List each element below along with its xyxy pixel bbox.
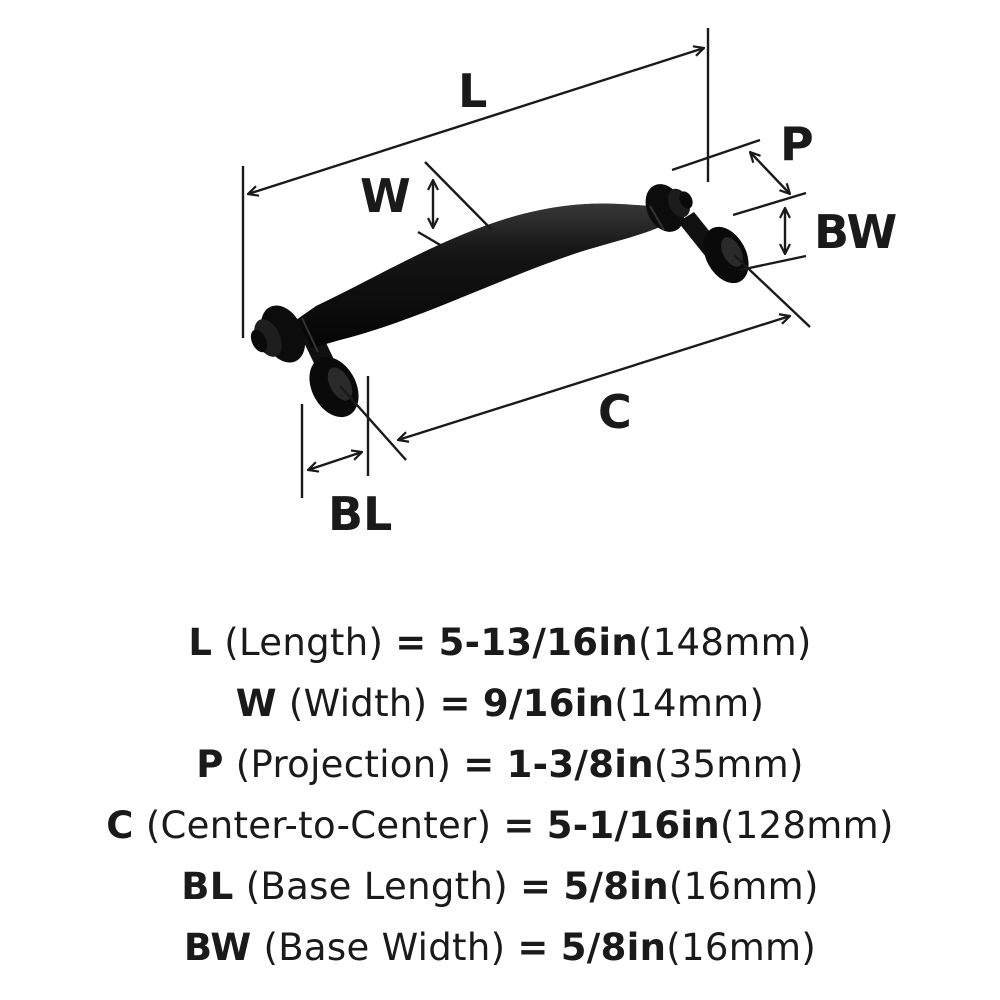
spec-equals: = [520,865,552,908]
spec-row-center-to-center: C (Center-to-Center) = 5-1/16in(128mm) [0,795,1000,856]
spec-imperial-value: 9/16in [482,682,615,725]
spec-name: (Center-to-Center) [145,804,492,847]
spec-name: (Base Length) [245,865,508,908]
spec-code: BL [181,865,234,908]
spec-row-base-width: BW (Base Width) = 5/8in(16mm) [0,917,1000,978]
spec-equals: = [503,804,535,847]
spec-metric-value: (16mm) [666,926,817,969]
spec-code: P [196,743,224,786]
spec-name: (Projection) [235,743,452,786]
dimension-spec-list: L (Length) = 5-13/16in(148mm) W (Width) … [0,612,1000,978]
label-P: P [780,117,814,171]
base-length-dimension: BL [300,376,392,541]
spec-imperial-value: 1-3/8in [506,743,654,786]
left-end-cap [250,305,306,363]
spec-row-width: W (Width) = 9/16in(14mm) [0,673,1000,734]
spec-equals: = [395,621,427,664]
width-dimension: W [360,161,493,248]
length-dimension: L [241,28,710,338]
center-to-center-dimension: C [339,254,811,461]
spec-metric-value: (35mm) [653,743,804,786]
spec-imperial-value: 5-1/16in [546,804,721,847]
projection-dimension: P [671,117,814,217]
spec-name: (Base Width) [263,926,506,969]
spec-metric-value: (148mm) [637,621,812,664]
spec-name: (Width) [288,682,428,725]
spec-imperial-value: 5-13/16in [438,621,638,664]
spec-code: C [106,804,134,847]
base-width-dimension: BW [739,205,897,272]
spec-equals: = [463,743,495,786]
handle-bar [296,200,676,348]
spec-code: BW [183,926,252,969]
cabinet-pull-illustration [250,184,749,418]
left-base [309,356,359,418]
spec-name: (Length) [224,621,384,664]
spec-metric-value: (128mm) [720,804,894,847]
spec-imperial-value: 5/8in [563,865,669,908]
spec-metric-value: (14mm) [614,682,765,725]
spec-imperial-value: 5/8in [560,926,667,969]
spec-code: W [235,682,277,725]
spec-row-base-length: BL (Base Length) = 5/8in(16mm) [0,856,1000,917]
spec-metric-value: (16mm) [668,865,819,908]
spec-equals: = [439,682,471,725]
spec-row-length: L (Length) = 5-13/16in(148mm) [0,612,1000,673]
spec-equals: = [517,926,549,969]
label-L: L [458,64,487,118]
spec-row-projection: P (Projection) = 1-3/8in(35mm) [0,734,1000,795]
label-C: C [598,385,632,439]
spec-code: L [188,621,213,664]
label-BW: BW [814,205,897,259]
label-BL: BL [328,487,392,541]
cabinet-pull-dimension-diagram: L W P BW C BL [241,28,897,541]
label-W: W [360,169,411,223]
